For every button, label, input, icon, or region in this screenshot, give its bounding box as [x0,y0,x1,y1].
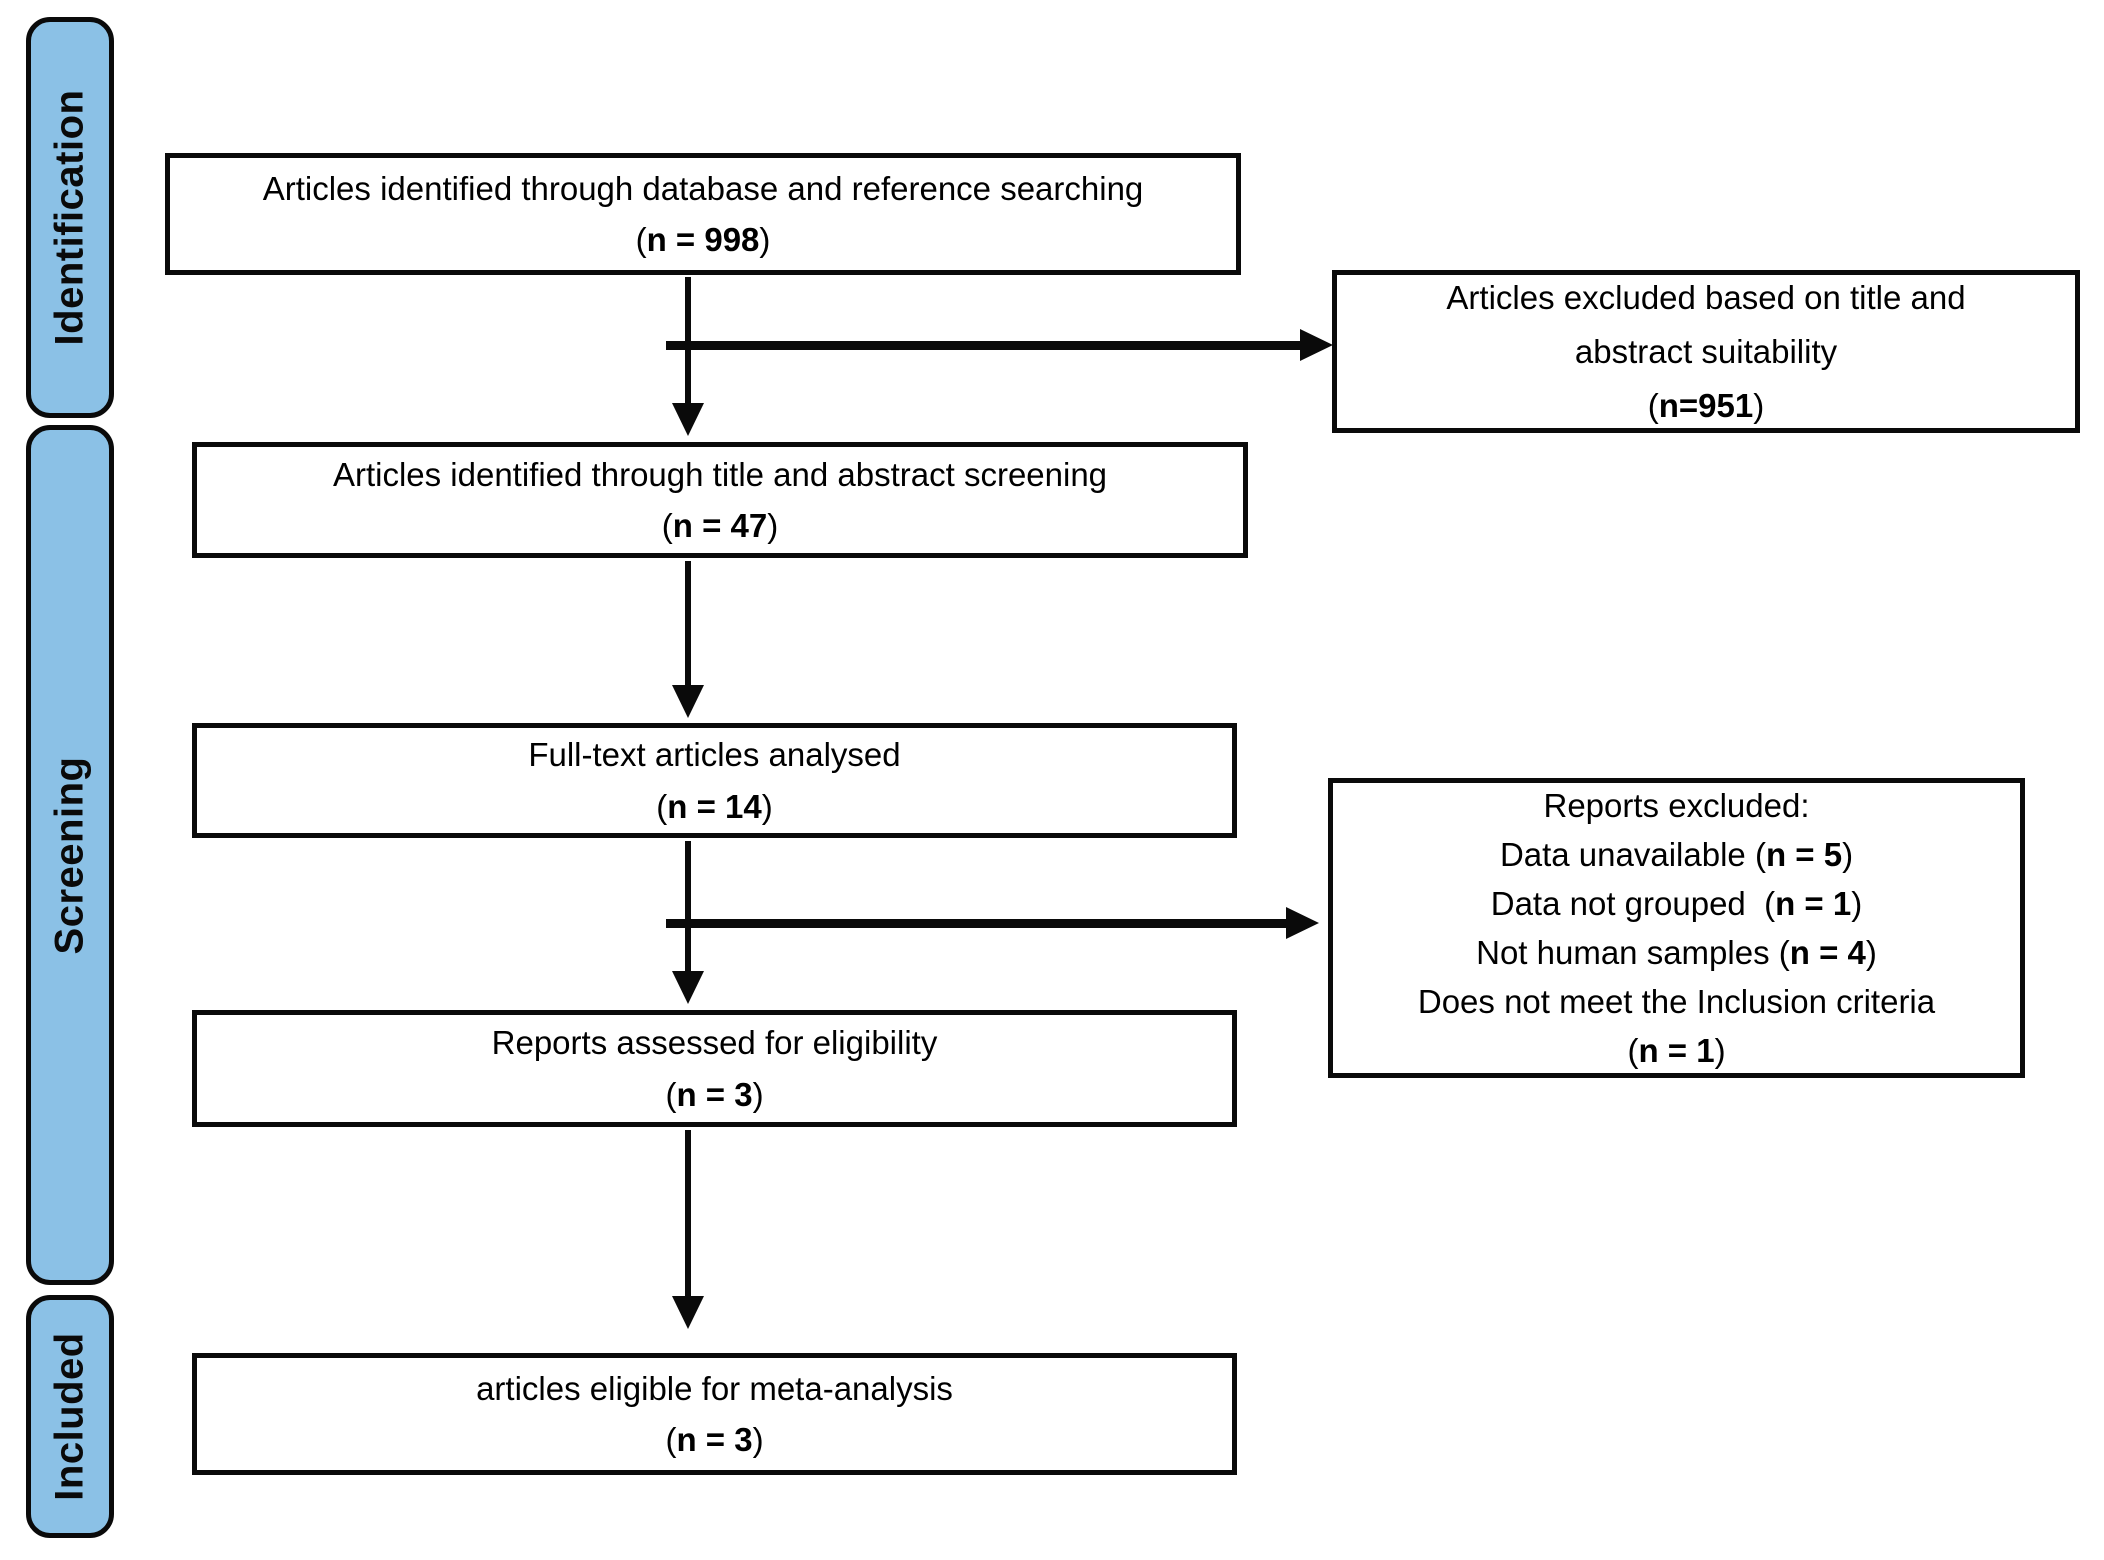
count-value: n = 14 [667,787,762,825]
arrow-head [672,971,704,1004]
exclusion-line: abstract suitability [1575,325,1837,379]
count-value: n = 998 [646,221,760,258]
arrow-shaft [685,561,691,687]
exclusion-count: n = 5 [1765,836,1843,873]
exclusion-count: n = 1 [1775,885,1852,922]
arrow-shaft [685,1130,691,1298]
exclusion-text: Data not grouped ( [1490,885,1776,922]
exclusion-line: Does not meet the Inclusion criteria [1418,977,1935,1026]
count-open-paren: ( [635,221,647,258]
exclusion-close: ) [1714,1032,1726,1069]
exclusion-text: Data unavailable ( [1499,836,1766,873]
stage-identification: Identification [26,17,114,418]
arrow-head [672,685,704,718]
exclusion-close: ) [1753,386,1765,424]
exclusion-line: Not human samples (n = 4) [1476,928,1877,977]
exclusion-close: ) [1842,836,1854,873]
arrow-shaft [666,919,1288,928]
exclusion-count: n = 4 [1789,934,1866,971]
count-close-paren: ) [752,1421,764,1458]
count-line: (n = 3) [665,1069,763,1120]
exclusion-text: ( [1627,1032,1639,1069]
count-close-paren: ) [761,787,773,825]
arrow-shaft [685,841,691,973]
flow-box-identified-database-search: Articles identified through database and… [165,153,1241,275]
exclusion-text: Articles excluded based on title and [1446,278,1966,316]
exclusion-close: ) [1851,885,1863,922]
exclusion-text: ( [1647,386,1659,424]
exclusion-line: (n=951) [1648,379,1765,433]
count-open-paren: ( [665,1421,677,1458]
exclusion-close: ) [1865,934,1877,971]
flow-box-fulltext-analysed: Full-text articles analysed (n = 14) [192,723,1237,838]
flow-box-title: Reports assessed for eligibility [491,1024,938,1062]
count-close-paren: ) [752,1075,764,1113]
exclusion-line: Articles excluded based on title and [1446,271,1965,325]
flow-box-title: Articles identified through title and ab… [332,455,1108,493]
exclusion-text: abstract suitability [1574,332,1838,370]
count-open-paren: ( [661,507,673,544]
exclusion-box-reports-excluded: Reports excluded: Data unavailable (n = … [1328,778,2025,1078]
exclusion-line: Data not grouped (n = 1) [1491,879,1862,928]
stage-screening: Screening [26,425,114,1285]
arrow-head [672,1296,704,1329]
count-close-paren: ) [767,507,779,544]
exclusion-line: Data unavailable (n = 5) [1500,830,1853,879]
stage-included-label: Included [47,1332,92,1501]
arrow-shaft [666,341,1302,350]
exclusion-text: Reports excluded: [1543,787,1810,824]
count-line: (n = 3) [665,1414,763,1465]
exclusion-box-title-abstract: Articles excluded based on title and abs… [1332,270,2080,433]
exclusion-count: n = 1 [1638,1032,1715,1069]
count-value: n = 47 [672,507,768,544]
arrow-head [672,403,704,436]
flow-box-title: Articles identified through database and… [262,169,1144,207]
arrow-head [1300,329,1333,361]
flow-box-title: Full-text articles analysed [528,736,901,774]
exclusion-line: Reports excluded: [1544,781,1810,830]
exclusion-line: (n = 1) [1627,1026,1725,1075]
count-line: (n = 998) [636,214,771,265]
flow-box-assessed-eligibility: Reports assessed for eligibility (n = 3) [192,1010,1237,1127]
arrow-head [1286,907,1319,939]
flow-box-eligible-meta-analysis: articles eligible for meta-analysis (n =… [192,1353,1237,1475]
flow-box-title-abstract-screening: Articles identified through title and ab… [192,442,1248,558]
exclusion-text: Not human samples ( [1476,934,1790,971]
count-line: (n = 14) [656,781,772,832]
exclusion-count: n=951 [1658,386,1754,424]
count-open-paren: ( [665,1075,677,1113]
stage-identification-label: Identification [47,89,92,346]
exclusion-text: Does not meet the Inclusion criteria [1417,983,1936,1020]
stage-included: Included [26,1295,114,1538]
flow-box-title: articles eligible for meta-analysis [476,1369,953,1407]
count-value: n = 3 [676,1421,753,1458]
stage-screening-label: Screening [47,756,92,954]
count-open-paren: ( [656,787,668,825]
count-line: (n = 47) [662,500,778,551]
count-close-paren: ) [759,221,771,258]
count-value: n = 3 [676,1075,753,1113]
